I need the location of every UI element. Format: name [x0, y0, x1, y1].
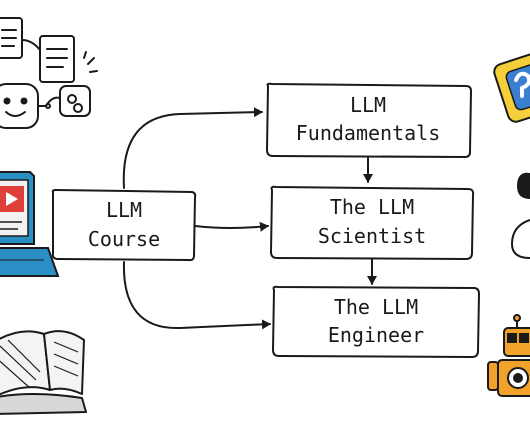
- open-books-icon: [0, 330, 87, 415]
- node-label-line1: LLM: [350, 93, 386, 117]
- node-label-line1: The LLM: [334, 295, 418, 319]
- node-label-line1: The LLM: [330, 195, 414, 219]
- node-box: [51, 188, 197, 262]
- node-box: [265, 82, 473, 159]
- person-silhouette-icon: [510, 172, 530, 259]
- node-llm-fundamentals: LLM Fundamentals: [265, 82, 473, 159]
- edge-course-to-scientist: [194, 221, 269, 232]
- node-llm-course: LLM Course: [51, 188, 197, 262]
- edge-course-to-fundamentals: [122, 107, 263, 189]
- node-llm-scientist: The LLM Scientist: [269, 185, 475, 261]
- puzzle-card-icon: [493, 49, 530, 123]
- node-label-line2: Fundamentals: [296, 121, 441, 145]
- diagram-edges: [122, 107, 377, 330]
- edge-course-to-engineer: [122, 261, 271, 330]
- node-box: [271, 285, 481, 359]
- laptop-video-icon: [0, 171, 60, 277]
- node-label-line2: Engineer: [328, 323, 424, 347]
- documents-sketch-icon: [0, 17, 98, 83]
- node-box: [269, 185, 475, 261]
- orange-robot-icon: [487, 314, 530, 397]
- node-llm-engineer: The LLM Engineer: [271, 285, 481, 359]
- node-label-line2: Scientist: [318, 224, 426, 248]
- node-label-line1: LLM: [106, 198, 142, 222]
- node-label-line2: Course: [88, 227, 160, 251]
- robot-sketch-icon: [0, 83, 91, 129]
